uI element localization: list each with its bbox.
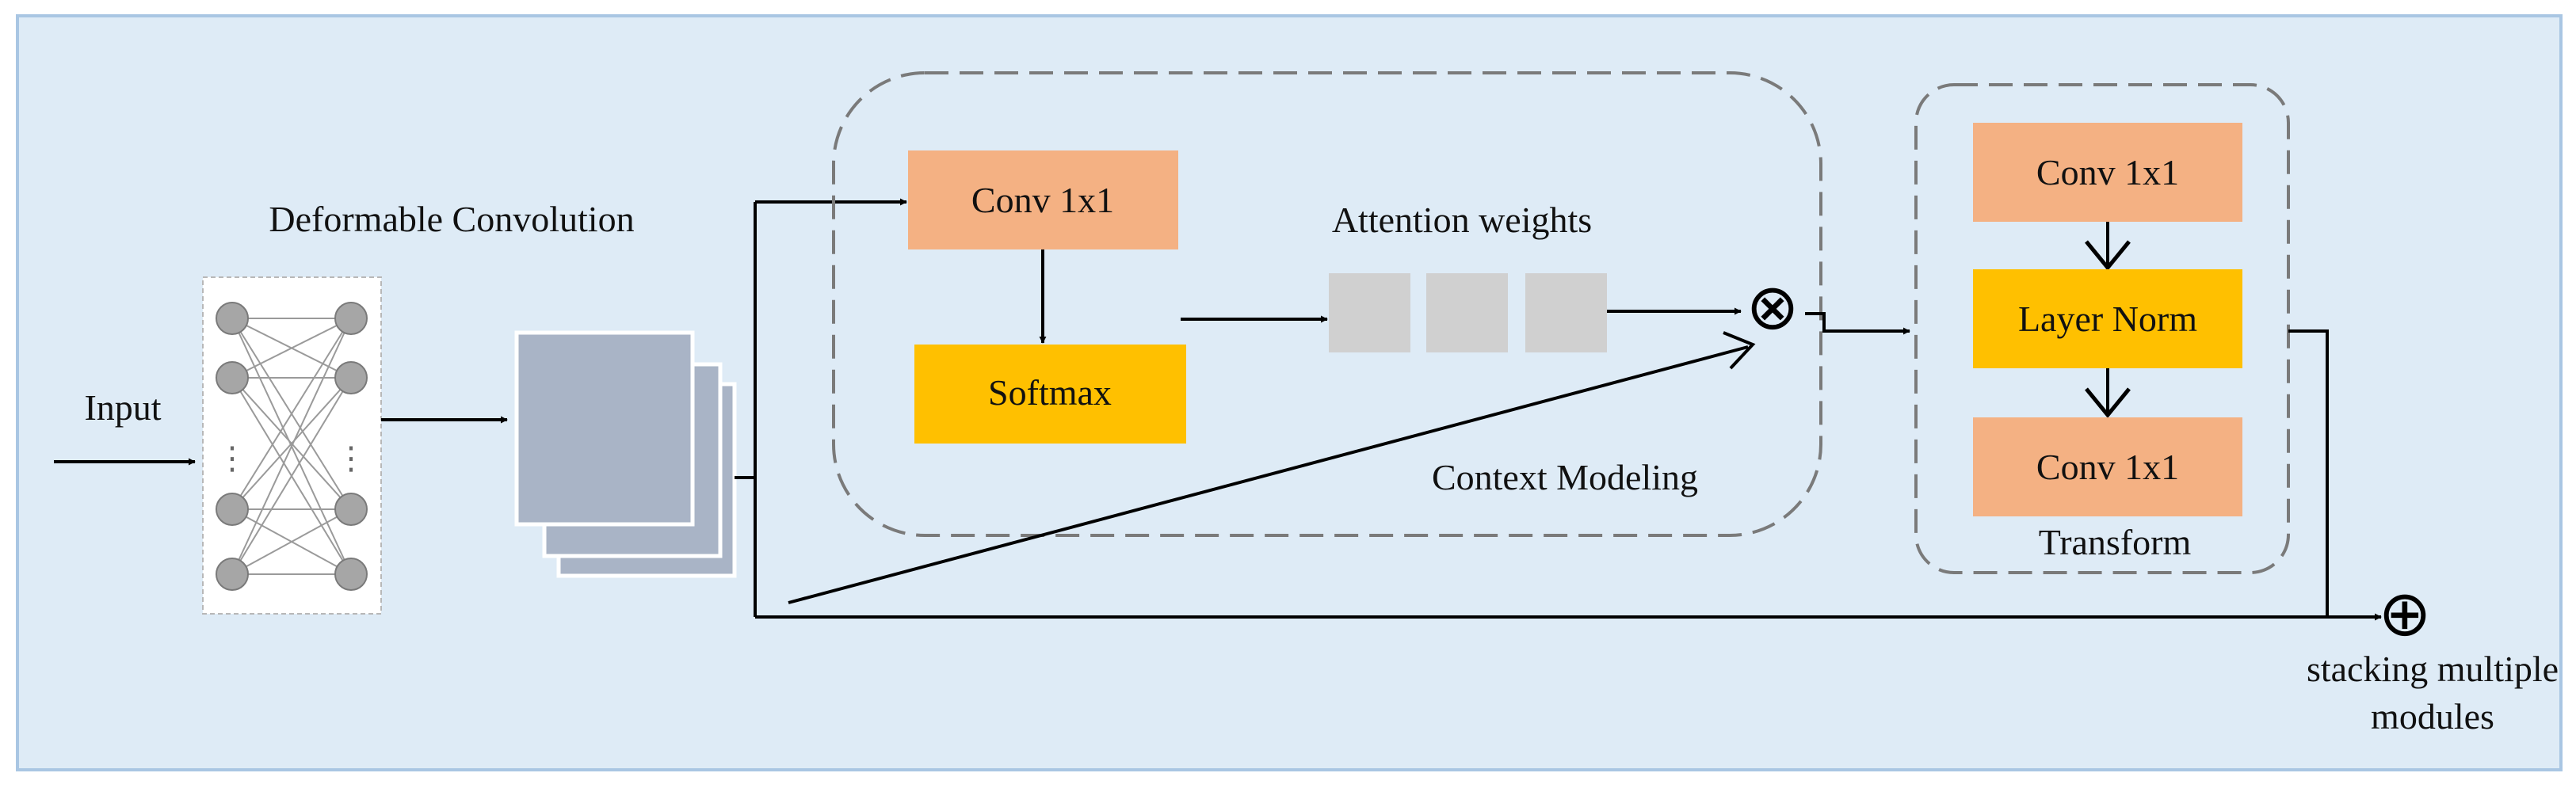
network-node <box>334 558 368 591</box>
context-conv-label: Conv 1x1 <box>971 180 1114 220</box>
feature-maps <box>514 330 737 578</box>
network-node <box>334 493 368 526</box>
network-node <box>334 361 368 394</box>
layer-norm-label: Layer Norm <box>2018 299 2197 339</box>
features-to-multiply-line <box>788 345 1749 604</box>
softmax-label: Softmax <box>988 372 1112 413</box>
network-node <box>216 302 249 335</box>
context-conv-box <box>908 150 1178 249</box>
attention-weights-label: Attention weights <box>1332 200 1592 240</box>
transform-conv-to-norm-arrowhead <box>2085 240 2131 271</box>
network-node <box>216 558 249 591</box>
context-modeling-region <box>832 71 1822 537</box>
transform-to-add-line <box>2288 329 2329 617</box>
context-modeling-label: Context Modeling <box>1432 457 1698 497</box>
stacking-label-line2: modules <box>2371 696 2494 737</box>
layer-norm-box <box>1973 269 2242 368</box>
network-dots-right: ⋮ <box>335 440 367 477</box>
input-label: Input <box>84 387 161 428</box>
attention-weight-cell <box>1426 273 1508 352</box>
multiply-operator: ⊗ <box>1746 270 1799 344</box>
attention-weight-cell <box>1525 273 1607 352</box>
softmax-box <box>914 345 1186 444</box>
transform-region <box>1914 83 2290 574</box>
transform-norm-to-conv-arrowhead <box>2085 387 2131 418</box>
network-node <box>334 302 368 335</box>
network-node <box>216 361 249 394</box>
multiply-to-transform-line <box>1805 312 1910 335</box>
transform-conv-top-box <box>1973 123 2242 222</box>
transform-conv-bottom-label: Conv 1x1 <box>2036 447 2179 487</box>
attention-weight-cell <box>1329 273 1410 352</box>
transform-label: Transform <box>2039 522 2192 562</box>
network-node <box>216 493 249 526</box>
network-dots-left: ⋮ <box>216 440 248 477</box>
network-icon: ⋮ ⋮ <box>202 276 382 615</box>
add-operator: ⊕ <box>2378 577 2431 650</box>
features-to-multiply-arrowhead <box>1723 331 1756 370</box>
transform-conv-top-label: Conv 1x1 <box>2036 152 2179 192</box>
transform-conv-bottom-box <box>1973 417 2242 516</box>
stacking-label-line1: stacking multiple <box>2307 649 2559 689</box>
deformable-convolution-label: Deformable Convolution <box>269 199 634 239</box>
